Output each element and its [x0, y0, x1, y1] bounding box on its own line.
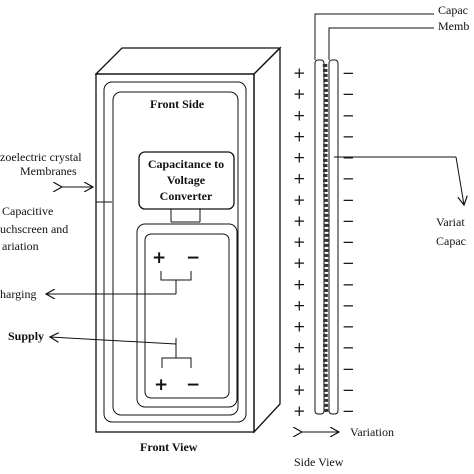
battery-inner — [144, 233, 230, 399]
minus-sign: − — [342, 64, 355, 82]
device-side-face — [253, 46, 281, 434]
side-view-label: Side View — [294, 455, 344, 469]
charging-label: harging — [0, 287, 36, 301]
minus-sign: − — [342, 402, 355, 420]
minus-sign: − — [342, 106, 355, 124]
battery-top-minus: − — [186, 248, 200, 268]
minus-sign: − — [342, 191, 355, 209]
converter-box — [138, 151, 235, 210]
minus-sign: − — [342, 275, 355, 293]
converter-line-2: Voltage — [167, 173, 206, 187]
variation-bottom-label: Variation — [350, 425, 394, 439]
converter-line-3: Converter — [160, 189, 213, 203]
minus-sign: − — [342, 212, 355, 230]
negative-charge-column: − − − − − − − − − − − − − − − − − — [342, 64, 355, 420]
battery-outer — [136, 223, 238, 408]
front-view-device: Front Side — [94, 46, 282, 434]
side-plate-left — [314, 59, 325, 415]
charging-wire — [160, 271, 192, 294]
battery-bottom-minus: − — [186, 375, 200, 395]
plus-sign: + — [293, 106, 306, 124]
supply-arrow — [50, 337, 177, 345]
device-front-face — [95, 73, 255, 433]
piezo-membrane-layer — [103, 81, 247, 423]
device-top-face — [94, 47, 282, 75]
minus-sign: − — [342, 127, 355, 145]
minus-sign: − — [342, 360, 355, 378]
minus-sign: − — [342, 233, 355, 251]
converter-line-1: Capacitance to — [148, 157, 224, 171]
plus-sign: + — [293, 212, 306, 230]
membrane-leader-1 — [314, 13, 434, 60]
battery-region: + − + − — [136, 223, 238, 408]
variation-capac-line-1: Variat — [436, 215, 465, 229]
piezo-label-line-1: zoelectric crystal — [0, 150, 82, 164]
plus-sign: + — [293, 339, 306, 357]
side-plate-right — [328, 59, 339, 415]
minus-sign: − — [342, 381, 355, 399]
battery-bottom-plus: + — [154, 375, 168, 395]
piezo-label-line-2: Membranes — [20, 164, 77, 178]
minus-sign: − — [342, 296, 355, 314]
minus-sign: − — [342, 318, 355, 336]
positive-charge-column: + + + + + + + + + + + + + + + + + — [293, 64, 306, 420]
capacitive-label-line-3: ariation — [2, 239, 39, 253]
minus-sign: − — [342, 85, 355, 103]
converter-wire — [170, 209, 201, 223]
capacitive-label-line-2: uchscreen and — [0, 222, 68, 236]
plus-sign: + — [293, 191, 306, 209]
supply-label: Supply — [8, 329, 44, 343]
plus-sign: + — [293, 127, 306, 145]
capacitive-membrane-line-2: Memb — [438, 19, 469, 33]
membrane-leader-2 — [328, 27, 434, 60]
capacitive-membrane-line-1: Capac — [438, 3, 468, 17]
variation-capac-line-2: Capac — [436, 234, 466, 248]
plus-sign: + — [293, 64, 306, 82]
plus-sign: + — [293, 233, 306, 251]
plus-sign: + — [293, 296, 306, 314]
plus-sign: + — [293, 254, 306, 272]
piezo-particles — [322, 63, 329, 413]
minus-sign: − — [342, 170, 355, 188]
front-side-label: Front Side — [150, 97, 205, 111]
plus-sign: + — [293, 402, 306, 420]
plus-sign: + — [293, 318, 306, 336]
plus-sign: + — [293, 149, 306, 167]
plus-sign: + — [293, 170, 306, 188]
minus-sign: − — [342, 254, 355, 272]
capacitive-label-line-1: Capacitive — [2, 204, 53, 218]
supply-wire — [161, 344, 192, 368]
plus-sign: + — [293, 275, 306, 293]
variation-capac-arrow — [455, 156, 464, 205]
plus-sign: + — [293, 381, 306, 399]
capacitive-touchscreen-layer — [112, 91, 239, 416]
left-labels: zoelectric crystal Membranes Capacitive … — [0, 150, 177, 345]
plus-sign: + — [293, 85, 306, 103]
front-view-label: Front View — [140, 440, 198, 454]
minus-sign: − — [342, 339, 355, 357]
battery-top-plus: + — [152, 248, 166, 268]
side-view: Capac Memb Variat Capac ++++++++++++++++… — [293, 3, 469, 469]
minus-sign: − — [342, 149, 355, 167]
capacitance-voltage-converter: Capacitance to Voltage Converter — [138, 151, 235, 223]
plus-sign: + — [293, 360, 306, 378]
